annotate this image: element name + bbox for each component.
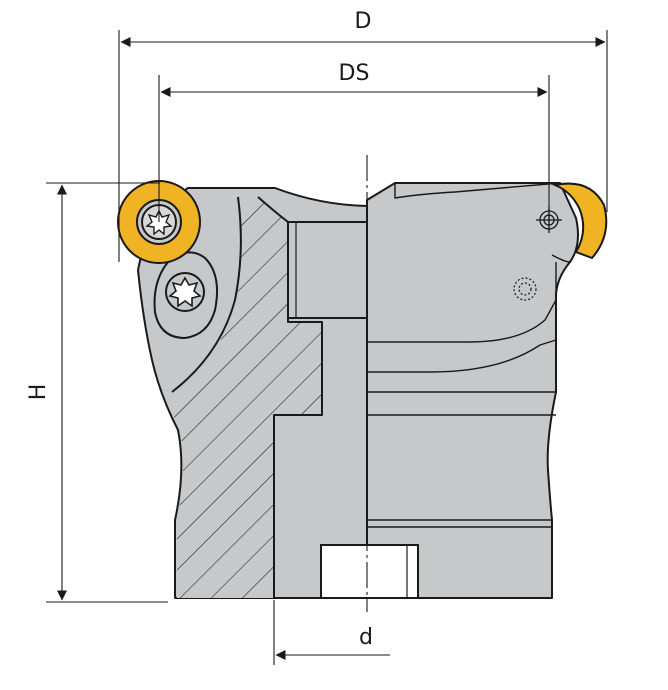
label-h: H xyxy=(26,384,51,401)
label-d-outer: D xyxy=(355,9,372,34)
dimension-h xyxy=(46,182,168,603)
insert-right xyxy=(551,182,608,260)
label-d-bore: d xyxy=(359,625,373,650)
coolant-hole-icon xyxy=(513,277,537,301)
cutter-body xyxy=(137,182,579,599)
dimension-ds xyxy=(158,75,550,222)
torx-screw-icon xyxy=(168,276,202,308)
dimension-d-bore xyxy=(273,600,390,665)
section-hatch xyxy=(169,197,322,598)
torx-screw-icon xyxy=(145,209,173,236)
label-ds: DS xyxy=(339,61,370,86)
clamp-wedge xyxy=(153,251,218,340)
dimension-d-outer xyxy=(118,30,608,262)
